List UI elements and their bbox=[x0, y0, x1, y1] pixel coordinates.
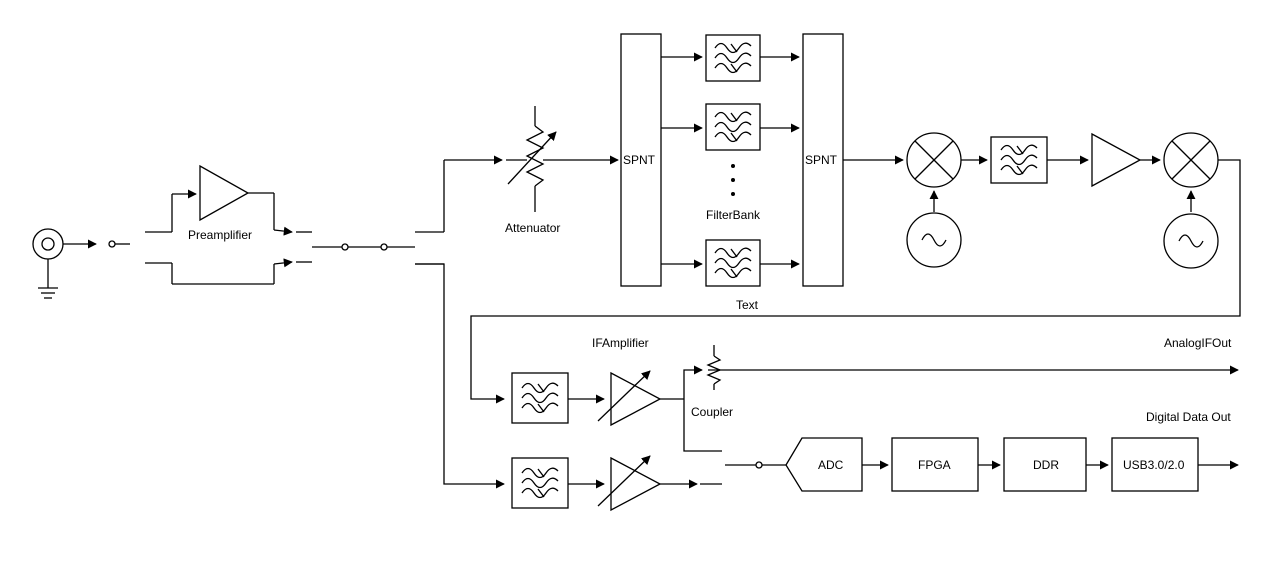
local-oscillator-2-icon bbox=[1163, 213, 1219, 269]
if-amplifier-2-icon bbox=[597, 455, 662, 512]
spnt-left bbox=[620, 33, 662, 287]
input-switch bbox=[145, 189, 274, 285]
amplifier-icon bbox=[1091, 132, 1142, 188]
analog-out-label: AnalogIFOut bbox=[1164, 336, 1232, 350]
fpga-block bbox=[891, 437, 979, 492]
usb-block bbox=[1111, 437, 1199, 492]
coupler-label: Coupler bbox=[691, 405, 733, 419]
fpga-label: FPGA bbox=[918, 458, 951, 472]
input-node bbox=[108, 240, 116, 248]
filter-bank bbox=[661, 34, 800, 287]
ddr-label: DDR bbox=[1033, 458, 1059, 472]
spnt-left-label: SPNT bbox=[623, 153, 656, 167]
attenuator-icon bbox=[507, 106, 557, 212]
band-switch bbox=[312, 231, 444, 265]
digital-out-label: Digital Data Out bbox=[1146, 410, 1231, 424]
usb-label: USB3.0/2.0 bbox=[1123, 458, 1185, 472]
preamplifier-icon bbox=[199, 164, 250, 222]
preamplifier-label: Preamplifier bbox=[188, 228, 252, 242]
mixer-2-icon bbox=[1163, 132, 1219, 188]
if-filter-3 bbox=[511, 457, 569, 509]
attenuator-label: Attenuator bbox=[505, 221, 560, 235]
if-amplifier-icon bbox=[597, 370, 662, 427]
if-filter-1 bbox=[990, 136, 1048, 184]
text-label: Text bbox=[736, 298, 759, 312]
mixer-1-icon bbox=[906, 132, 962, 188]
local-oscillator-1-icon bbox=[906, 212, 962, 268]
coupler-icon bbox=[706, 345, 722, 390]
spnt-right-label: SPNT bbox=[805, 153, 838, 167]
filterbank-label: FilterBank bbox=[706, 208, 761, 222]
if-filter-2 bbox=[511, 372, 569, 424]
ddr-block bbox=[1003, 437, 1087, 492]
input-connector-icon bbox=[32, 228, 64, 299]
if-amplifier-label: IFAmplifier bbox=[592, 336, 649, 350]
adc-label: ADC bbox=[818, 458, 844, 472]
adc-switch-node bbox=[755, 461, 763, 469]
